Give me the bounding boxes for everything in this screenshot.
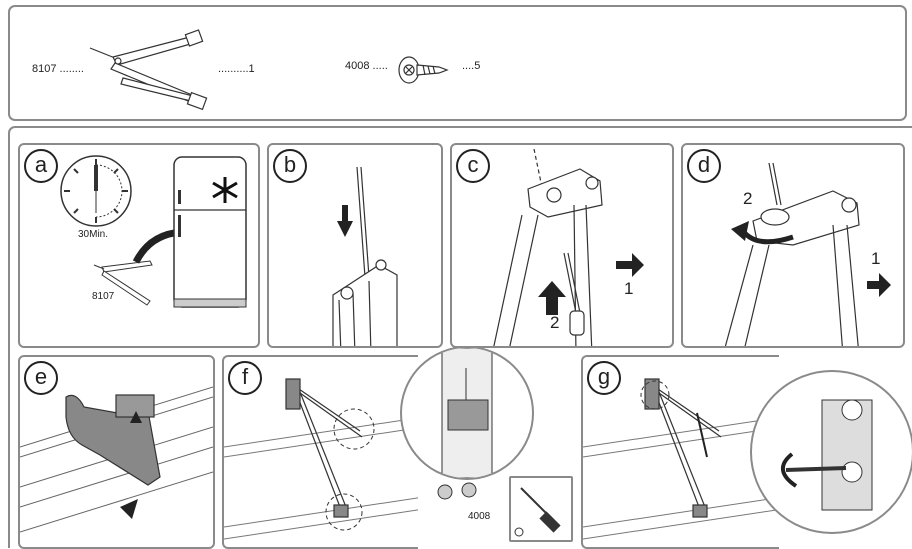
bracket-arm-icon: [89, 29, 208, 111]
freezer-icon: [173, 156, 247, 308]
step-d-label-2: 2: [743, 189, 753, 208]
screwdriver-icon: [514, 487, 561, 537]
step-c-illustration: [493, 148, 644, 346]
step-g-panel: g: [581, 355, 779, 549]
clock-icon: [60, 155, 132, 227]
step-g-letter: g: [587, 361, 621, 395]
step-c-panel: c 1 2: [450, 143, 674, 348]
step-a-panel: a 30Min. 8107: [18, 143, 260, 348]
step-g-zoom-illustration: [781, 399, 873, 511]
step-d-letter: d: [687, 149, 721, 183]
part-code-4008: 4008 .....: [345, 60, 388, 72]
part-qty-8107: ..........1: [218, 63, 255, 75]
screw-icon: [437, 482, 477, 500]
step-b-illustration: [332, 166, 398, 346]
step-d-label-1: 1: [871, 249, 881, 268]
step-f-panel: f: [222, 355, 418, 549]
step-c-letter: c: [456, 149, 490, 183]
step-c-label-1: 1: [624, 279, 634, 298]
step-f-zoom-illustration: [441, 348, 493, 478]
part-qty-4008: ....5: [462, 60, 481, 72]
step-f-part-label: 4008: [468, 511, 491, 522]
snowflake-icon: [212, 177, 238, 203]
parts-list: 8107 ........ ..........1 4008 ..... ...…: [8, 5, 907, 121]
bracket-arm-icon: [93, 260, 153, 306]
screw-icon: [398, 56, 449, 84]
step-a-part-label: 8107: [92, 291, 115, 302]
step-b-letter: b: [273, 149, 307, 183]
step-d-illustration: [724, 162, 891, 346]
screwdriver-box: [509, 476, 573, 542]
step-e-panel: e: [18, 355, 215, 549]
step-g-zoom: [750, 370, 912, 534]
step-g-illustration: [583, 378, 779, 540]
part-code-8107: 8107 ........: [32, 63, 84, 75]
step-f-letter: f: [228, 361, 262, 395]
step-d-panel: d 2 1: [681, 143, 905, 348]
step-e-letter: e: [24, 361, 58, 395]
step-a-letter: a: [24, 149, 58, 183]
step-b-panel: b: [267, 143, 443, 348]
duration-label: 30Min.: [78, 229, 109, 240]
step-f-illustration: [224, 378, 418, 540]
step-c-label-2: 2: [550, 313, 560, 332]
step-f-zoom: [400, 346, 534, 480]
step-e-illustration: [20, 386, 213, 533]
